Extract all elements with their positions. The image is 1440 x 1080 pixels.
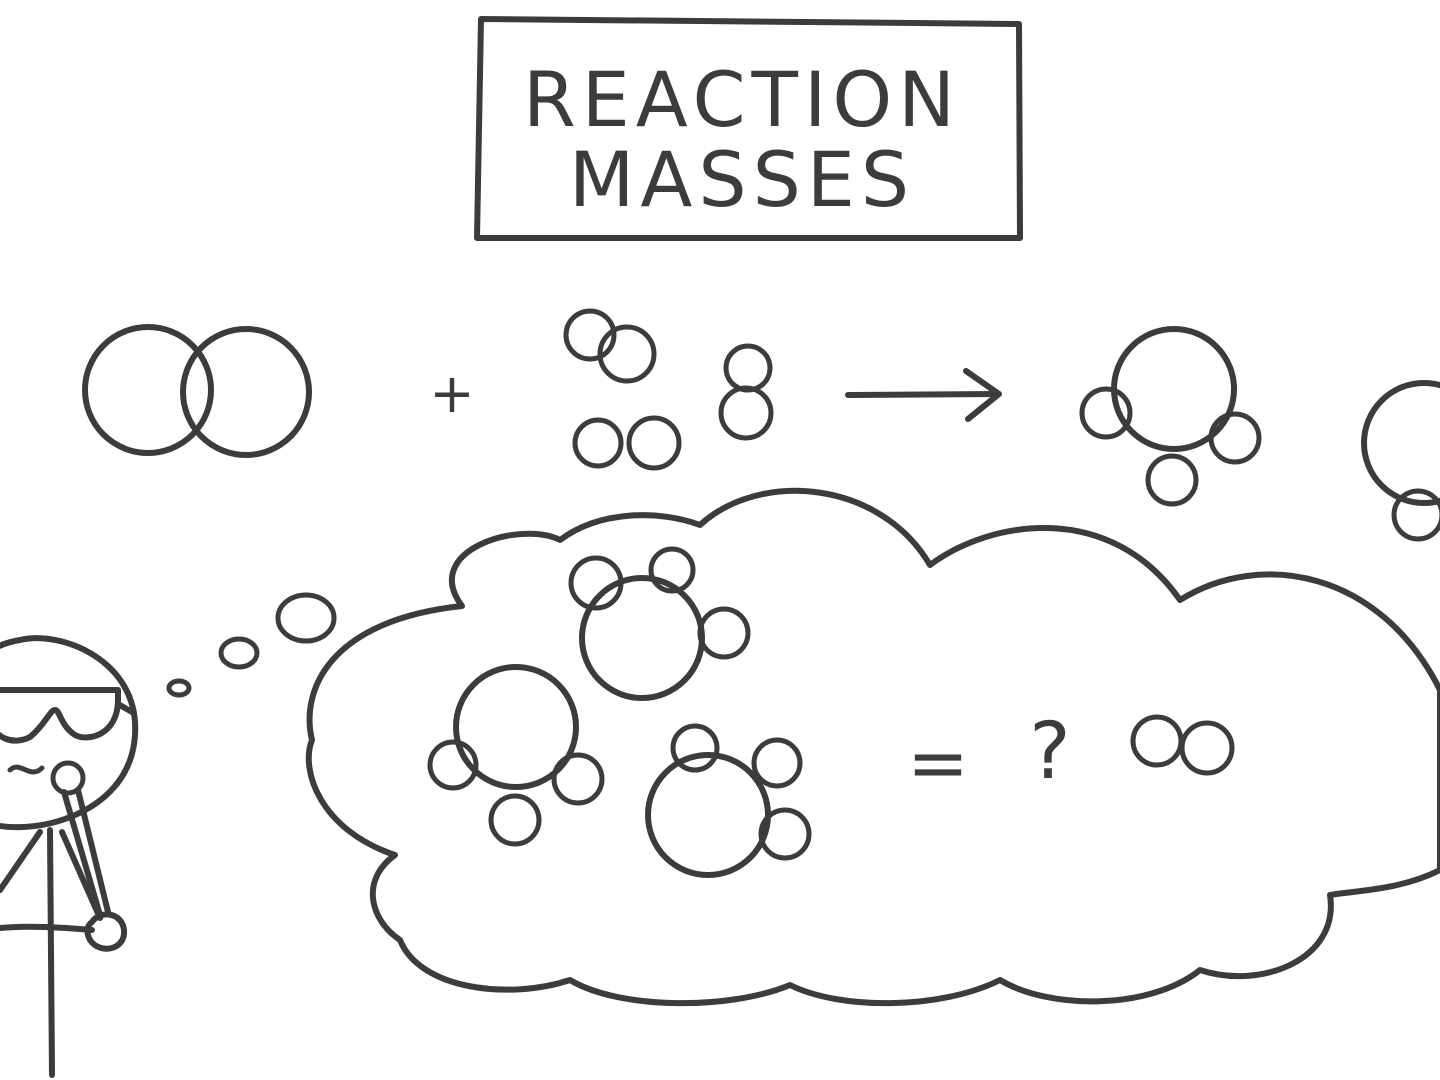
stick-figure-scientist-icon bbox=[0, 635, 139, 1078]
reactant-small-molecules bbox=[563, 308, 774, 471]
title-line-1: REACTION bbox=[523, 55, 961, 144]
thought-molecule-2 bbox=[427, 664, 605, 847]
thought-molecule-1 bbox=[568, 546, 751, 701]
unknown-small-molecule bbox=[1130, 714, 1235, 776]
title-box: REACTION MASSES bbox=[474, 16, 1023, 241]
reactant-large-molecule bbox=[82, 324, 312, 458]
reaction-arrow-icon bbox=[845, 368, 1002, 422]
product-molecule-2-partial bbox=[1361, 380, 1440, 542]
product-molecule-1 bbox=[1079, 326, 1262, 507]
thought-cloud-icon bbox=[305, 487, 1440, 1007]
question-mark: ? bbox=[1029, 707, 1070, 797]
equals-sign: = bbox=[907, 720, 969, 806]
title-line-2: MASSES bbox=[569, 135, 915, 224]
thought-molecule-3 bbox=[645, 723, 812, 878]
plus-sign: + bbox=[429, 362, 474, 425]
thought-trail bbox=[166, 592, 337, 698]
